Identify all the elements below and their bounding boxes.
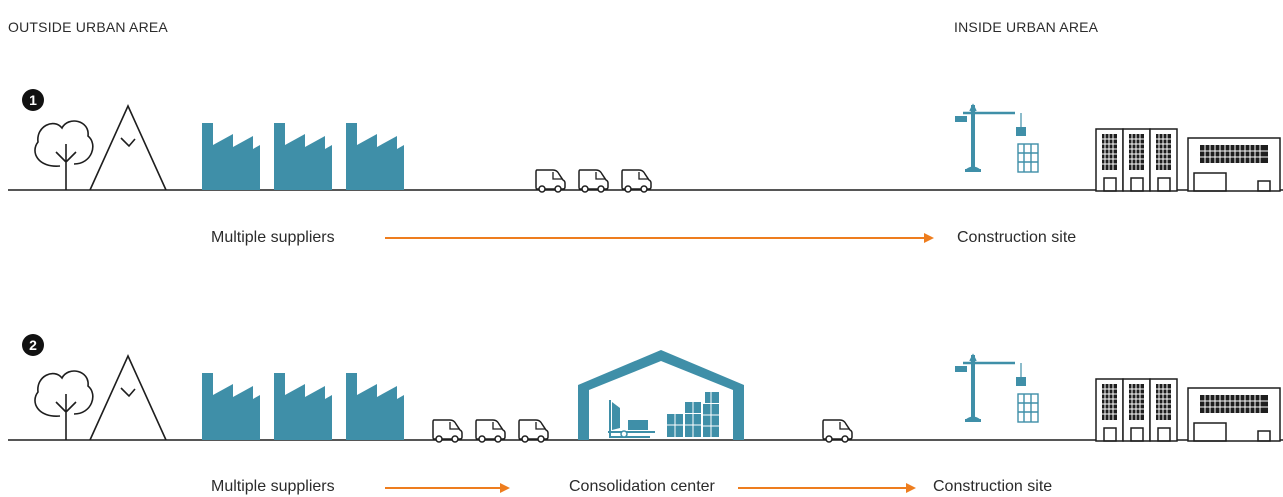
factory-icon [274, 373, 332, 440]
construction-site-label: Construction site [933, 478, 1053, 495]
step-1-number: 1 [29, 92, 37, 108]
office-buildings-icon [1095, 128, 1281, 192]
factory-icon [202, 373, 260, 440]
consolidation-center-label: Consolidation center [569, 478, 715, 495]
step-2-badge: 2 [22, 334, 44, 356]
step-1-badge: 1 [22, 89, 44, 111]
outside-urban-area-heading: OUTSIDE URBAN AREA [8, 19, 168, 35]
multiple-suppliers-label: Multiple suppliers [211, 229, 335, 246]
flow-arrow [738, 483, 916, 493]
van-icon [518, 419, 549, 443]
van-icon [475, 419, 506, 443]
inside-urban-area-heading: INSIDE URBAN AREA [954, 19, 1099, 35]
tree-mountain-icon [34, 355, 167, 441]
flow-arrow [385, 483, 510, 493]
construction-site-label: Construction site [957, 229, 1077, 246]
flow-arrow [385, 233, 934, 243]
van-icon [621, 169, 652, 193]
scenario-2: 2 [8, 334, 1283, 493]
warehouse-icon [578, 350, 744, 440]
multiple-suppliers-label: Multiple suppliers [211, 478, 335, 495]
factory-icon [274, 123, 332, 190]
office-buildings-icon [1095, 378, 1281, 442]
factory-icon [346, 123, 404, 190]
van-icon [535, 169, 566, 193]
tree-mountain-icon [34, 105, 167, 191]
van-icon [822, 419, 853, 443]
crane-icon [953, 103, 1040, 174]
crane-icon [953, 353, 1040, 424]
van-icon [578, 169, 609, 193]
step-2-number: 2 [29, 337, 37, 353]
scenario-1: 1 [8, 89, 1283, 243]
factory-icon [346, 373, 404, 440]
factory-icon [202, 123, 260, 190]
van-icon [432, 419, 463, 443]
